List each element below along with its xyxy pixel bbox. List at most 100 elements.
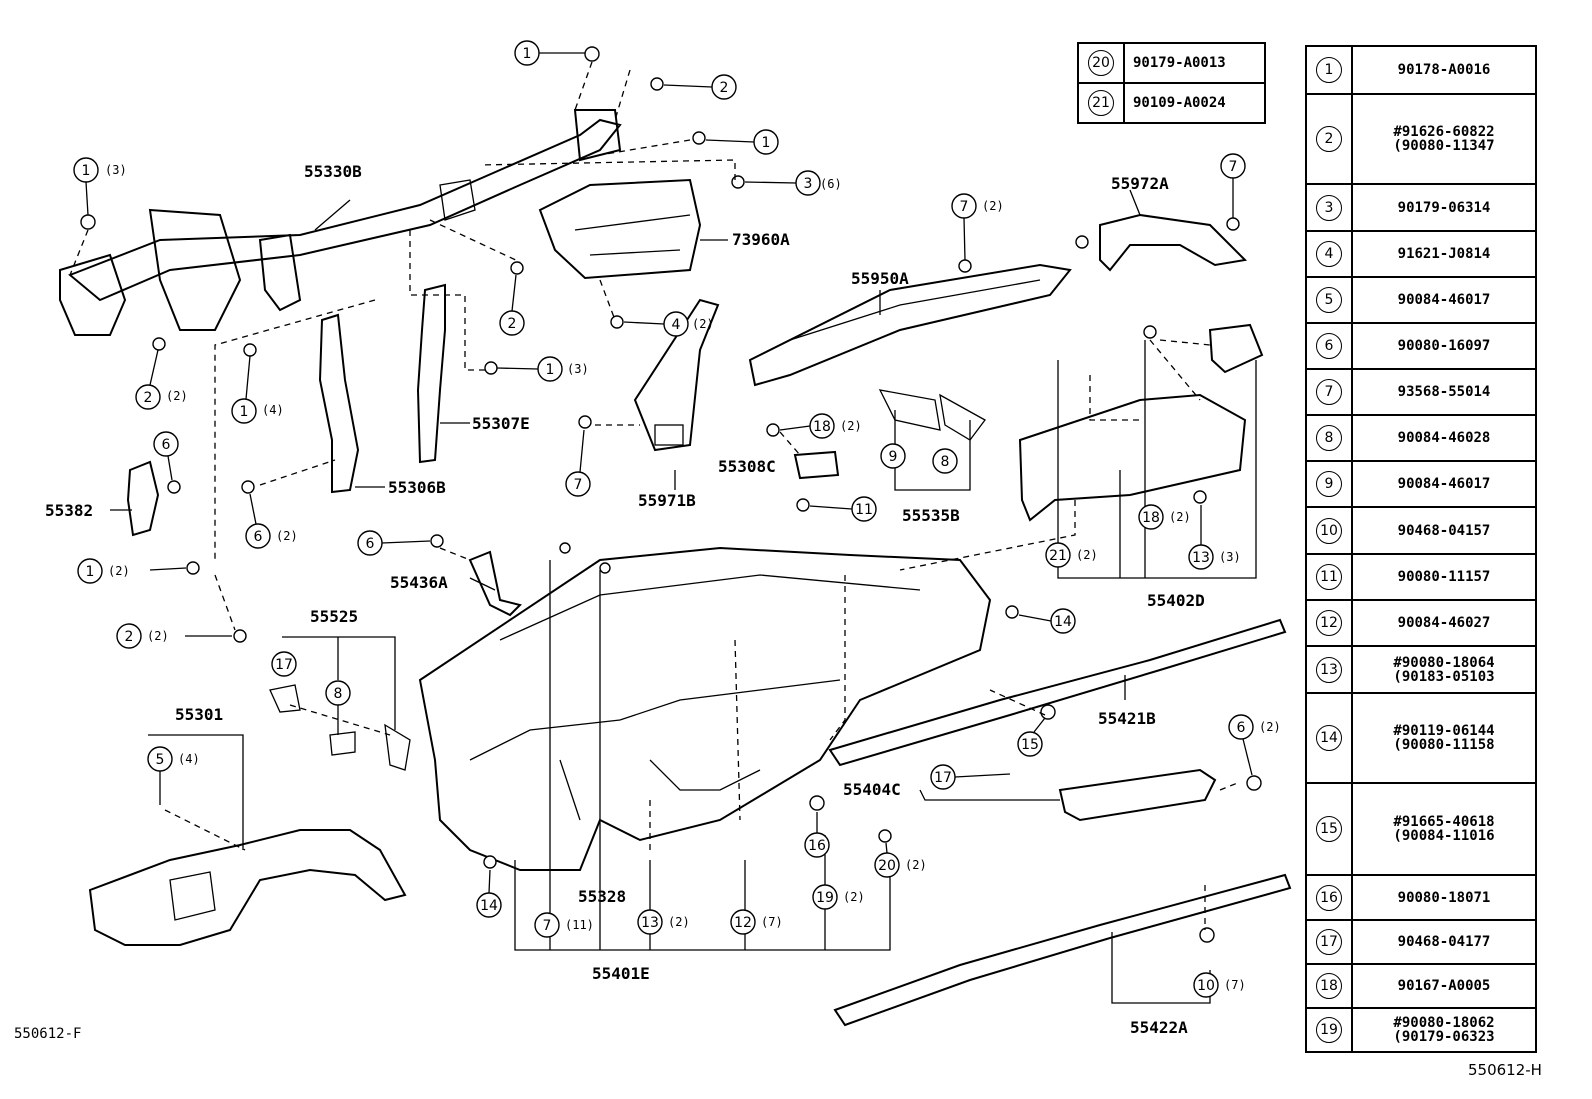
fastener xyxy=(167,480,181,494)
svg-text:4: 4 xyxy=(672,317,681,333)
table-cell-ref: 13 xyxy=(1305,645,1353,694)
dashed-leader xyxy=(899,500,1076,571)
svg-text:13: 13 xyxy=(1192,550,1210,566)
dashed-leader xyxy=(214,574,236,631)
svg-text:6: 6 xyxy=(366,536,375,552)
part-code: 90178-A0016 xyxy=(1397,62,1491,78)
fastener xyxy=(510,261,524,275)
fastener xyxy=(430,534,444,548)
callout-7: 7 xyxy=(534,912,560,938)
circled-number: 5 xyxy=(1316,287,1342,313)
svg-text:1: 1 xyxy=(762,135,771,151)
table-cell-code: 90080-16097 xyxy=(1351,322,1537,370)
fastener xyxy=(878,829,892,843)
callout-1: 1 xyxy=(537,356,563,382)
table-cell-ref: 19 xyxy=(1305,1007,1353,1053)
part-label-73960A: 73960A xyxy=(732,230,790,249)
part-55307E xyxy=(416,283,446,464)
svg-text:7: 7 xyxy=(960,199,969,215)
table-cell-code: 90179-06314 xyxy=(1351,183,1537,232)
callout-17: 17 xyxy=(930,764,956,790)
quantity: (4) xyxy=(262,403,284,417)
circled-number: 4 xyxy=(1316,241,1342,267)
table-cell-code: 90080-11157 xyxy=(1351,553,1537,601)
dashed-leader xyxy=(479,159,736,180)
part-label-55307E: 55307E xyxy=(472,414,530,433)
part-55401E-detail-3 xyxy=(559,759,761,821)
callout-1: 1 xyxy=(73,157,99,183)
circled-number: 11 xyxy=(1316,564,1342,590)
table-cell-ref: 17 xyxy=(1305,919,1353,965)
svg-text:16: 16 xyxy=(808,838,826,854)
dashed-leader xyxy=(1089,375,1140,421)
part-code: #91665-40618 xyxy=(1393,814,1495,830)
svg-text:19: 19 xyxy=(816,890,834,906)
table-cell-code: 90080-18071 xyxy=(1351,874,1537,921)
table-row: 15#91665-40618(90084-11016 xyxy=(1305,782,1537,876)
callout-6: 6 xyxy=(1228,714,1254,740)
svg-text:10: 10 xyxy=(1197,978,1215,994)
quantity: (2) xyxy=(108,564,130,578)
dashed-leader xyxy=(989,689,1046,716)
circled-number: 16 xyxy=(1316,884,1342,911)
part-code: 93568-55014 xyxy=(1397,384,1491,400)
table-cell-code: 90084-46017 xyxy=(1351,460,1537,508)
table-row: 8 90084-46028 xyxy=(1305,414,1537,462)
circled-number: 6 xyxy=(1316,333,1342,359)
callout-2: 2 xyxy=(135,384,161,410)
part-55402D xyxy=(1018,393,1247,522)
part-55404C xyxy=(1058,768,1217,822)
fastener xyxy=(809,795,825,811)
dashed-leader xyxy=(259,459,336,486)
quantity: (2) xyxy=(1259,720,1281,734)
part-label-55401E: 55401E xyxy=(592,964,650,983)
part-label-55308C: 55308C xyxy=(718,457,776,476)
svg-text:12: 12 xyxy=(734,915,752,931)
table-cell-ref: 20 xyxy=(1077,42,1125,84)
svg-text:6: 6 xyxy=(254,529,263,545)
part-55330B-bracket-mid xyxy=(148,208,242,331)
svg-text:1: 1 xyxy=(523,46,532,62)
part-code: 90080-16097 xyxy=(1397,338,1491,354)
part-code: 90167-A0005 xyxy=(1397,978,1491,994)
table-cell-ref: 8 xyxy=(1305,414,1353,462)
callout-2: 2 xyxy=(711,74,737,100)
leader xyxy=(919,789,1060,801)
alternate-part-code: (90183-05103 xyxy=(1393,668,1495,685)
part-73960A-detail xyxy=(574,214,691,256)
svg-text:13: 13 xyxy=(641,915,659,931)
part-code: 90084-46028 xyxy=(1397,430,1491,446)
dashed-leader xyxy=(1159,339,1211,346)
dashed-leader xyxy=(829,575,846,741)
table-cell-ref: 3 xyxy=(1305,183,1353,232)
table-cell-code: 90084-46017 xyxy=(1351,276,1537,324)
dashed-leader xyxy=(599,279,616,321)
part-code: 90080-11157 xyxy=(1397,569,1491,585)
drawing-code-left: 550612-F xyxy=(14,1026,81,1042)
part-55535B-left xyxy=(878,389,941,431)
part-labels: 55330B 73960A 55972A 55950A 55307E 55306… xyxy=(45,162,1205,1037)
quantity: (2) xyxy=(905,858,927,872)
table-cell-code: 90084-46027 xyxy=(1351,599,1537,647)
part-label-55306B: 55306B xyxy=(388,478,446,497)
part-label-55301: 55301 xyxy=(175,705,223,724)
part-label-55402D: 55402D xyxy=(1147,591,1205,610)
fastener xyxy=(731,175,745,189)
callout-8: 8 xyxy=(932,448,958,474)
table-cell-code: #90080-18064(90183-05103 xyxy=(1351,645,1537,694)
quantity: (2) xyxy=(668,915,690,929)
alternate-part-code: (90080-11347 xyxy=(1393,138,1495,154)
circled-number: 3 xyxy=(1316,194,1342,221)
quantity: (7) xyxy=(1224,978,1246,992)
part-label-55972A: 55972A xyxy=(1111,174,1169,193)
fastener xyxy=(650,77,664,91)
svg-text:1: 1 xyxy=(240,404,249,420)
table-cell-ref: 10 xyxy=(1305,506,1353,555)
part-55330B-bracket-small xyxy=(439,179,476,221)
part-code: #90080-18062 xyxy=(1393,1015,1495,1031)
part-code: 90084-46017 xyxy=(1397,476,1491,492)
fastener xyxy=(483,855,497,869)
